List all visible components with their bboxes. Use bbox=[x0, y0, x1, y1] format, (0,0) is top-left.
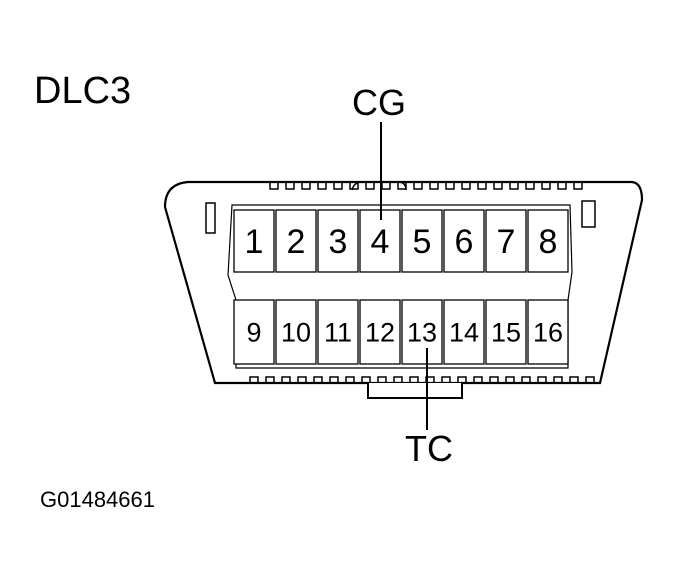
bottom-notch bbox=[393, 376, 403, 383]
top-notch bbox=[429, 182, 439, 190]
top-pin-cell-5 bbox=[401, 209, 443, 273]
pin-number-4: 4 bbox=[371, 223, 390, 261]
top-pin-cell-8 bbox=[527, 209, 569, 273]
bottom-pin-cell-12 bbox=[359, 299, 401, 365]
top-notch bbox=[285, 182, 295, 190]
top-pin-cell-3 bbox=[317, 209, 359, 273]
bottom-notch bbox=[265, 376, 275, 383]
top-notch bbox=[477, 182, 487, 190]
top-pin-cell-6 bbox=[443, 209, 485, 273]
bottom-notch bbox=[361, 376, 371, 383]
pin-number-11: 11 bbox=[324, 318, 352, 348]
bottom-notch bbox=[569, 376, 579, 383]
right-guide-slot bbox=[581, 200, 596, 228]
top-notch bbox=[413, 182, 423, 190]
top-notch bbox=[493, 182, 503, 190]
top-notch bbox=[557, 182, 567, 190]
top-notch bbox=[541, 182, 551, 190]
top-notch bbox=[269, 182, 279, 190]
pin-number-2: 2 bbox=[287, 223, 306, 261]
top-notch bbox=[461, 182, 471, 190]
bottom-pin-cell-11 bbox=[317, 299, 359, 365]
bottom-pin-cell-10 bbox=[275, 299, 317, 365]
pin-number-5: 5 bbox=[413, 223, 432, 261]
bottom-pin-cell-15 bbox=[485, 299, 527, 365]
top-notch bbox=[365, 182, 375, 190]
bottom-notch bbox=[377, 376, 387, 383]
bottom-notch bbox=[329, 376, 339, 383]
figure-code: G01484661 bbox=[40, 487, 155, 512]
left-guide-slot bbox=[205, 202, 216, 234]
pin-number-7: 7 bbox=[497, 223, 516, 261]
top-notch bbox=[445, 182, 455, 190]
bottom-notch bbox=[249, 376, 259, 383]
callout-cg: CG bbox=[352, 82, 406, 123]
top-notch bbox=[333, 182, 343, 190]
bottom-pin-cell-13 bbox=[401, 299, 443, 365]
top-notch bbox=[573, 182, 583, 190]
top-pin-cell-1 bbox=[233, 209, 275, 273]
bottom-notch bbox=[345, 376, 355, 383]
bottom-edge-notches bbox=[249, 376, 595, 383]
pin-cavity-outline bbox=[227, 204, 573, 369]
top-notch bbox=[301, 182, 311, 190]
bottom-notch bbox=[313, 376, 323, 383]
top-notch bbox=[397, 182, 407, 190]
bottom-notch bbox=[505, 376, 515, 383]
bottom-notch bbox=[297, 376, 307, 383]
top-notch bbox=[317, 182, 327, 190]
pin-number-3: 3 bbox=[329, 223, 348, 261]
callout-tc: TC bbox=[405, 428, 453, 469]
bottom-notch bbox=[409, 376, 419, 383]
bottom-pin-cell-14 bbox=[443, 299, 485, 365]
top-notch bbox=[525, 182, 535, 190]
top-notch bbox=[349, 182, 359, 190]
top-notch bbox=[509, 182, 519, 190]
pin-number-13: 13 bbox=[407, 318, 437, 348]
top-pin-cell-4 bbox=[359, 209, 401, 273]
pin-number-12: 12 bbox=[365, 318, 395, 348]
bottom-notch bbox=[521, 376, 531, 383]
pin-number-1: 1 bbox=[245, 223, 264, 261]
bottom-notch bbox=[489, 376, 499, 383]
bottom-notch bbox=[281, 376, 291, 383]
pin-number-8: 8 bbox=[539, 223, 558, 261]
bottom-notch bbox=[553, 376, 563, 383]
top-pin-cell-7 bbox=[485, 209, 527, 273]
bottom-pin-cell-9 bbox=[233, 299, 275, 365]
bottom-notch bbox=[457, 376, 467, 383]
connector-title: DLC3 bbox=[34, 70, 132, 112]
top-pin-cell-2 bbox=[275, 209, 317, 273]
bottom-notch bbox=[537, 376, 547, 383]
bottom-notch bbox=[585, 376, 595, 383]
pin-number-6: 6 bbox=[455, 223, 474, 261]
pin-number-10: 10 bbox=[281, 318, 311, 348]
pin-number-14: 14 bbox=[449, 318, 479, 348]
bottom-notch bbox=[441, 376, 451, 383]
pin-number-16: 16 bbox=[533, 318, 563, 348]
connector-key-tab bbox=[367, 383, 463, 399]
pin-number-9: 9 bbox=[246, 318, 261, 348]
bottom-pin-cell-16 bbox=[527, 299, 569, 365]
bottom-notch bbox=[473, 376, 483, 383]
pin-number-15: 15 bbox=[491, 318, 521, 348]
